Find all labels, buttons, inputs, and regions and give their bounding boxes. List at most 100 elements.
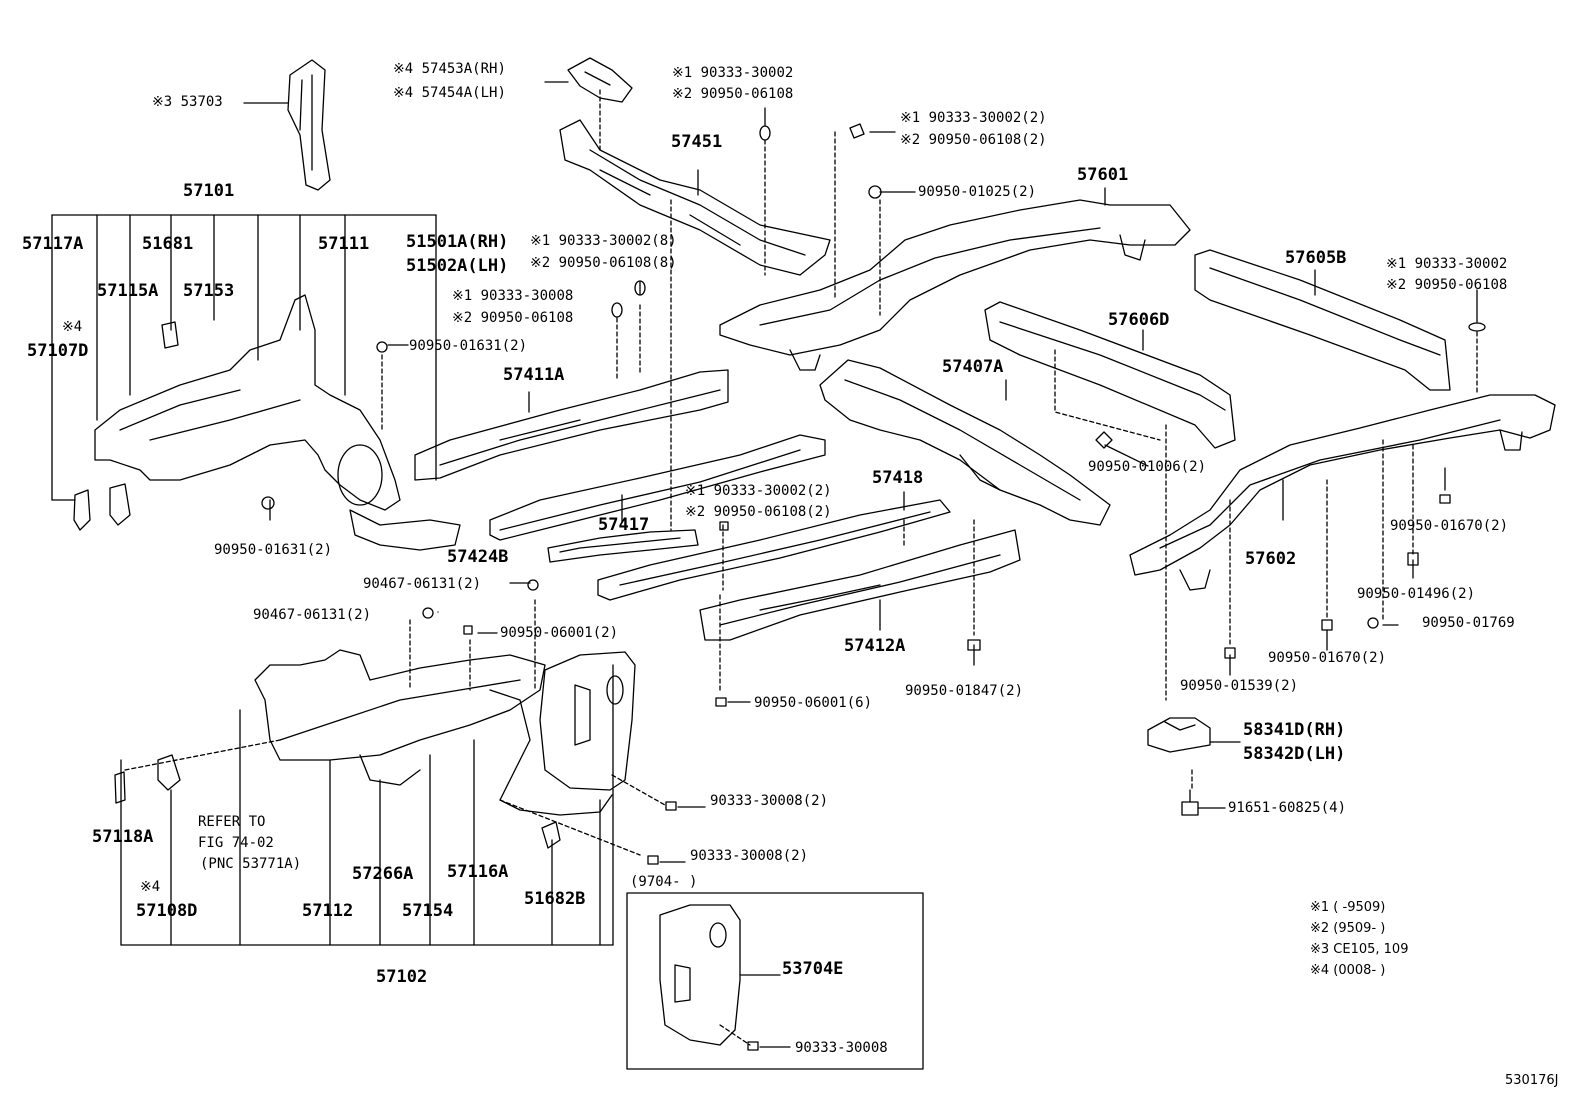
label-51501A: 51501A(RH) (406, 232, 509, 252)
label-57602: 57602 (1245, 549, 1297, 569)
label-51682B: 51682B (524, 889, 586, 909)
label-90950-06108: ※2 90950-06108 (672, 86, 794, 102)
label-90950-06001-6: 90950-06001(6) (754, 695, 873, 711)
label-57108D: 57108D (136, 901, 198, 921)
label-90333-30008-2a: 90333-30008(2) (710, 793, 829, 809)
label-90950-01631-a: 90950-01631(2) (409, 338, 528, 354)
part-57602-side-rail-lower (1129, 394, 1556, 591)
label-57417: 57417 (598, 515, 650, 535)
label-90950-01847: 90950-01847(2) (905, 683, 1024, 699)
label-refer-to: REFER TO (198, 814, 266, 830)
label-90950-01025: 90950-01025(2) (918, 184, 1037, 200)
label-91651-60825: 91651-60825(4) (1228, 800, 1347, 816)
label-57116A: 57116A (447, 862, 509, 882)
label-note4-57108D: ※4 (140, 879, 161, 895)
part-57116A-panel (539, 651, 636, 791)
part-57453A-bracket (567, 57, 633, 103)
label-57424B: 57424B (447, 547, 509, 567)
part-57601-side-rail-upper (719, 199, 1191, 371)
part-57117A-bracket (73, 483, 131, 531)
label-57266A: 57266A (352, 864, 414, 884)
part-57418-sill-inner (597, 499, 951, 601)
label-90950-01496: 90950-01496(2) (1357, 586, 1476, 602)
group-bracket-57102 (120, 664, 614, 946)
label-90333-30002: ※1 90333-30002 (672, 65, 794, 81)
label-51502A: 51502A(LH) (406, 256, 509, 276)
label-90333-30002-b: ※1 90333-30002 (1386, 256, 1508, 272)
label-90333-30002-2: ※1 90333-30002(2) (900, 110, 1047, 126)
inset-box-9704 (626, 892, 924, 1070)
label-57606D: 57606D (1108, 310, 1170, 330)
note-2: ※2 (9509- ) (1310, 921, 1386, 936)
label-57418: 57418 (872, 468, 924, 488)
part-57417-sill (489, 434, 826, 541)
label-57102: 57102 (376, 967, 428, 987)
label-51681: 51681 (142, 234, 194, 254)
part-57411A-rocker (414, 369, 729, 481)
part-57102-front-body (254, 649, 613, 816)
fasteners (261, 123, 1486, 1051)
label-57101: 57101 (183, 181, 235, 201)
label-90333-30008-2b: 90333-30008(2) (690, 848, 809, 864)
label-90950-06108-b: ※2 90950-06108 (1386, 277, 1508, 293)
label-90950-01539: 90950-01539(2) (1180, 678, 1299, 694)
label-57107D: 57107D (27, 341, 89, 361)
label-57111: 57111 (318, 234, 370, 254)
label-90467-06131-a: 90467-06131(2) (363, 576, 482, 592)
label-90950-06108-c: ※2 90950-06108 (452, 310, 574, 326)
label-90333-30002-2b: ※1 90333-30002(2) (685, 483, 832, 499)
label-90950-06108-8: ※2 90950-06108(8) (530, 255, 677, 271)
label-90950-01631-b: 90950-01631(2) (214, 542, 333, 558)
label-90950-06108-2: ※2 90950-06108(2) (900, 132, 1047, 148)
part-57118A-bracket (114, 754, 181, 804)
note-4: ※4 (0008- ) (1310, 963, 1386, 978)
label-53703: ※3 53703 (152, 94, 223, 110)
label-fig-74-02: FIG 74-02 (198, 835, 274, 851)
note-3: ※3 CE105, 109 (1310, 942, 1409, 957)
part-53703-pillar (287, 59, 331, 191)
part-57407A-floor-member (819, 359, 1111, 526)
label-90333-30002-8: ※1 90333-30002(8) (530, 233, 677, 249)
label-58341D: 58341D(RH) (1243, 720, 1346, 740)
part-57424B-strip (547, 529, 699, 563)
part-57451-crossmember (559, 119, 831, 276)
label-90950-06108-2b: ※2 90950-06108(2) (685, 504, 832, 520)
label-90950-01006: 90950-01006(2) (1088, 459, 1207, 475)
part-57606D-crossmember (984, 301, 1236, 449)
label-58342D: 58342D(LH) (1243, 744, 1346, 764)
label-57601: 57601 (1077, 165, 1129, 185)
label-57454A: ※4 57454A(LH) (393, 85, 506, 101)
label-90950-01670-a: 90950-01670(2) (1390, 518, 1509, 534)
label-90333-30008-c: 90333-30008 (795, 1040, 888, 1056)
label-57154: 57154 (402, 901, 454, 921)
label-57115A: 57115A (97, 281, 159, 301)
label-9704: (9704- ) (630, 874, 698, 890)
label-57453A: ※4 57453A(RH) (393, 61, 506, 77)
label-57112: 57112 (302, 901, 354, 921)
label-57411A: 57411A (503, 365, 565, 385)
note-1: ※1 ( -9509) (1310, 900, 1386, 915)
figure-code: 530176J (1505, 1073, 1559, 1088)
part-57605B-crossmember (1194, 249, 1451, 391)
label-pnc-53771A: (PNC 53771A) (200, 856, 302, 872)
label-90950-01769: 90950-01769 (1422, 615, 1515, 631)
label-57451: 57451 (671, 132, 723, 152)
label-90950-01670-b: 90950-01670(2) (1268, 650, 1387, 666)
label-90333-30008: ※1 90333-30008 (452, 288, 574, 304)
label-90467-06131-b: 90467-06131(2) (253, 607, 372, 623)
part-51682B-bracket (541, 821, 561, 849)
part-51681-bracket (161, 321, 179, 349)
part-57101-front-body (94, 294, 461, 551)
part-58341D-mount (1147, 717, 1211, 753)
label-57118A: 57118A (92, 827, 154, 847)
label-90950-06001-2: 90950-06001(2) (500, 625, 619, 641)
group-bracket-57101 (51, 214, 437, 501)
part-53704E-panel (659, 904, 741, 1046)
label-57407A: 57407A (942, 357, 1004, 377)
label-57412A: 57412A (844, 636, 906, 656)
leader-lines (124, 81, 1478, 1048)
label-57605B: 57605B (1285, 248, 1347, 268)
label-note4-57107D: ※4 (62, 319, 83, 335)
